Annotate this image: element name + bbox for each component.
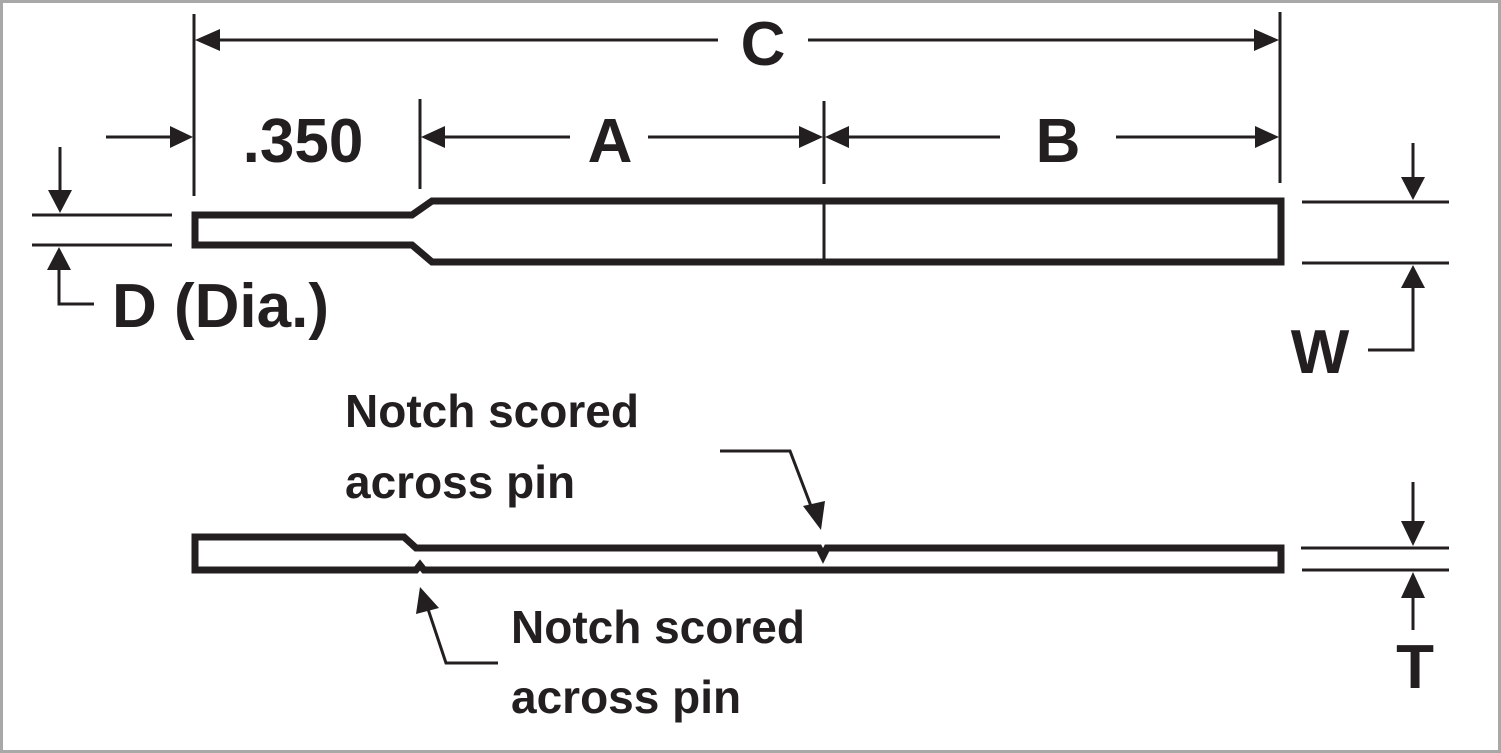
dimension-t: T bbox=[1301, 482, 1449, 702]
label-c: C bbox=[741, 10, 786, 79]
arrowhead-icon bbox=[1401, 521, 1425, 546]
arrowhead-icon bbox=[1255, 126, 1279, 148]
dimension-b: B bbox=[825, 107, 1279, 176]
arrowhead-icon bbox=[799, 126, 823, 148]
label-w: W bbox=[1291, 318, 1350, 387]
pin-side-view bbox=[191, 533, 1285, 574]
arrowhead-icon bbox=[47, 247, 71, 270]
arrowhead-icon bbox=[195, 29, 220, 51]
arrowhead-icon bbox=[416, 587, 439, 614]
dimension-350: .350 bbox=[106, 107, 363, 176]
pin-top-view bbox=[191, 197, 1285, 266]
dimension-d: D (Dia.) bbox=[32, 147, 329, 341]
dim-d-leader bbox=[57, 265, 94, 306]
dimension-w: W bbox=[1291, 143, 1449, 387]
dimension-a: A bbox=[421, 107, 823, 176]
lower-notch-label-line2: across pin bbox=[511, 671, 741, 723]
arrowhead-icon bbox=[825, 126, 849, 148]
arrowhead-icon bbox=[1254, 29, 1279, 51]
diagram-svg: C .350 A B D (Dia.) bbox=[32, 10, 1449, 723]
upper-notch-label-line2: across pin bbox=[345, 456, 575, 508]
dimension-c: C bbox=[195, 10, 1279, 79]
arrowhead-icon bbox=[803, 501, 825, 530]
arrowhead-icon bbox=[1401, 265, 1425, 288]
label-a: A bbox=[588, 107, 633, 176]
annotation-lower-notch: Notch scored across pin bbox=[416, 587, 805, 723]
arrowhead-icon bbox=[48, 190, 72, 213]
arrowhead-icon bbox=[1401, 572, 1425, 598]
annotation-upper-notch: Notch scored across pin bbox=[345, 385, 825, 530]
lower-notch-leader bbox=[423, 599, 498, 665]
label-350: .350 bbox=[243, 107, 364, 176]
lower-notch-label-line1: Notch scored bbox=[511, 601, 805, 653]
label-t: T bbox=[1396, 633, 1434, 702]
label-b: B bbox=[1036, 107, 1081, 176]
label-d: D (Dia.) bbox=[112, 272, 329, 341]
arrowhead-icon bbox=[170, 126, 193, 148]
arrowhead-icon bbox=[421, 126, 445, 148]
upper-notch-label-line1: Notch scored bbox=[345, 385, 639, 437]
arrowhead-icon bbox=[1401, 177, 1425, 200]
upper-notch-leader bbox=[720, 449, 816, 515]
dim-w-leader bbox=[1368, 283, 1415, 352]
